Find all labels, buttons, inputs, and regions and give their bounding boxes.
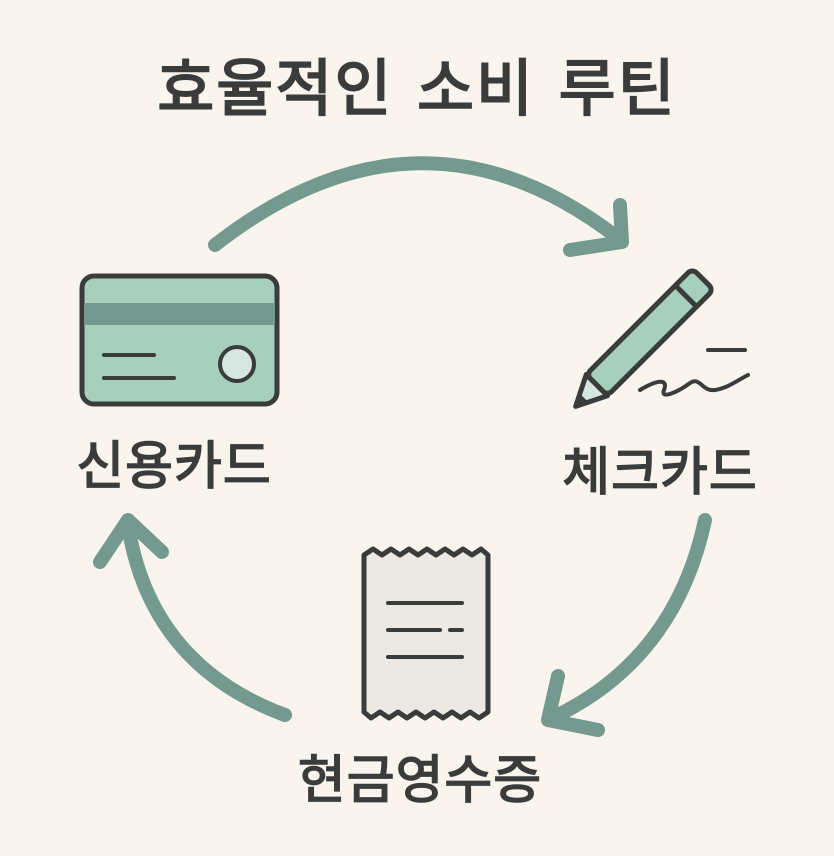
pen-signature-icon: [573, 268, 750, 409]
arrow-credit-to-check: [208, 156, 629, 257]
credit-card-icon: [79, 273, 280, 407]
cash-receipt-label: 현금영수증: [297, 751, 543, 811]
page-title: 효율적인 소비 루틴: [157, 52, 677, 125]
arrow-check-to-receipt: [541, 513, 712, 737]
check-card-label: 체크카드: [562, 443, 758, 503]
arrow-receipt-to-credit: [93, 513, 292, 722]
receipt-icon: [361, 546, 491, 721]
credit-card-label: 신용카드: [76, 437, 272, 497]
